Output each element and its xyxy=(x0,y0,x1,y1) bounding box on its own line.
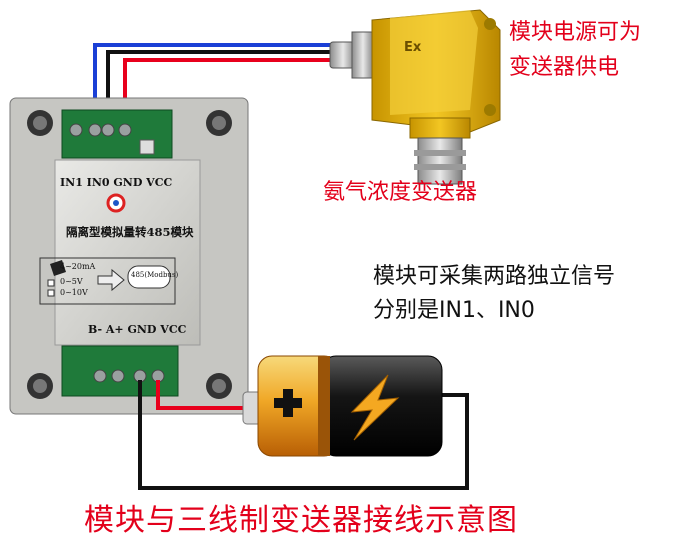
module-input-3: 0~10V xyxy=(60,288,88,297)
module-top-terminal-labels: IN1 IN0 GND VCC xyxy=(60,176,173,189)
power-note-line1: 模块电源可为 xyxy=(509,20,642,45)
signal-note-line2: 分别是IN1、IN0 xyxy=(373,298,535,323)
black-wire-battery xyxy=(138,380,469,490)
module-bottom-terminal-labels: B- A+ GND VCC xyxy=(88,323,187,336)
red-wire-battery xyxy=(156,380,245,410)
module-input-1: 4~20mA xyxy=(60,262,96,271)
signal-note-line1: 模块可采集两路独立信号 xyxy=(373,264,616,289)
module-output: 485(Modbus) xyxy=(131,271,179,279)
module-input-2: 0~5V xyxy=(60,277,83,286)
isolated-analog-to-485-module xyxy=(9,97,249,415)
battery-wires xyxy=(138,380,469,490)
battery xyxy=(242,355,443,457)
diagram-caption: 模块与三线制变送器接线示意图 xyxy=(84,503,518,538)
transmitter-name: 氨气浓度变送器 xyxy=(323,180,478,205)
ex-badge: Ex xyxy=(404,40,422,55)
lightning-icon xyxy=(350,374,400,441)
module-title: 隔离型模拟量转485模块 xyxy=(66,225,194,239)
ammonia-transmitter xyxy=(329,9,501,185)
power-note-line2: 变送器供电 xyxy=(509,55,620,80)
